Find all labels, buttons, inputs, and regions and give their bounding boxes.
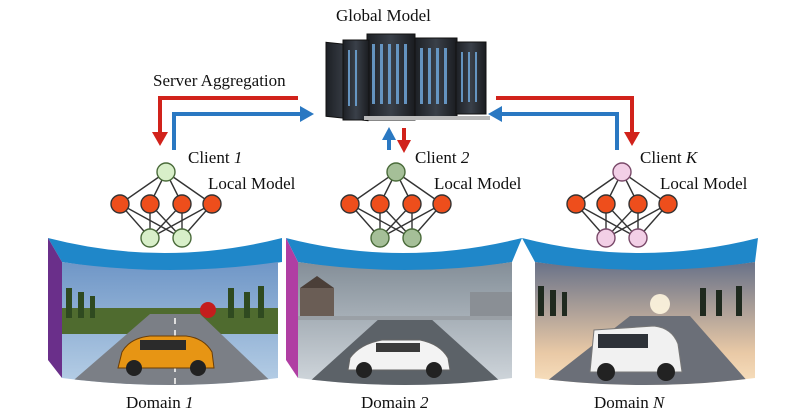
- output-node: [628, 228, 648, 248]
- output-node: [370, 228, 390, 248]
- client-id: K: [685, 148, 698, 167]
- output-node: [402, 228, 422, 248]
- local-model-label-3: Local Model: [660, 174, 748, 193]
- domain-label-3: Domain N: [594, 393, 664, 413]
- domain-id: N: [653, 393, 665, 412]
- left-aggregation-arrows: [152, 96, 314, 150]
- global-model-title: Global Model: [336, 6, 431, 25]
- output-node: [596, 228, 616, 248]
- client-label-text: Client: [188, 148, 230, 167]
- output-node: [172, 228, 192, 248]
- local-model-label-1: Local Model: [208, 174, 296, 193]
- car-icon-2: [347, 339, 451, 378]
- domain-label-text: Domain: [361, 393, 416, 412]
- local-model-label-2: Local Model: [434, 174, 522, 193]
- client-id: 1: [233, 148, 243, 167]
- domain-label-2: Domain 2: [361, 393, 429, 413]
- driving-scene-image-1: [48, 238, 282, 385]
- right-aggregation-arrows: [488, 96, 640, 150]
- client-label-1: Client 1: [188, 148, 242, 168]
- client-label-2: Client 2: [415, 148, 469, 168]
- domain-id: 1: [185, 393, 194, 412]
- server-rack-icon: [325, 33, 490, 122]
- neural-network-icon-1: [110, 162, 222, 248]
- driving-scene-image-2: [286, 238, 522, 385]
- domain-id: 2: [420, 393, 429, 412]
- input-node: [612, 162, 632, 182]
- client-label-text: Client: [415, 148, 457, 167]
- client-label-text: Client: [640, 148, 682, 167]
- center-aggregation-arrows: [382, 127, 411, 153]
- input-node: [156, 162, 176, 182]
- server-aggregation-label: Server Aggregation: [153, 71, 286, 90]
- car-icon-1: [117, 335, 215, 376]
- domain-label-1: Domain 1: [126, 393, 194, 413]
- input-node: [386, 162, 406, 182]
- client-label-3: Client K: [640, 148, 697, 168]
- driving-scene-image-3: [522, 238, 758, 385]
- domain-label-text: Domain: [126, 393, 181, 412]
- neural-network-icon-3: [566, 162, 678, 248]
- domain-label-text: Domain: [594, 393, 649, 412]
- van-icon: [589, 325, 683, 381]
- neural-network-icon-2: [340, 162, 452, 248]
- client-id: 2: [460, 148, 470, 167]
- output-node: [140, 228, 160, 248]
